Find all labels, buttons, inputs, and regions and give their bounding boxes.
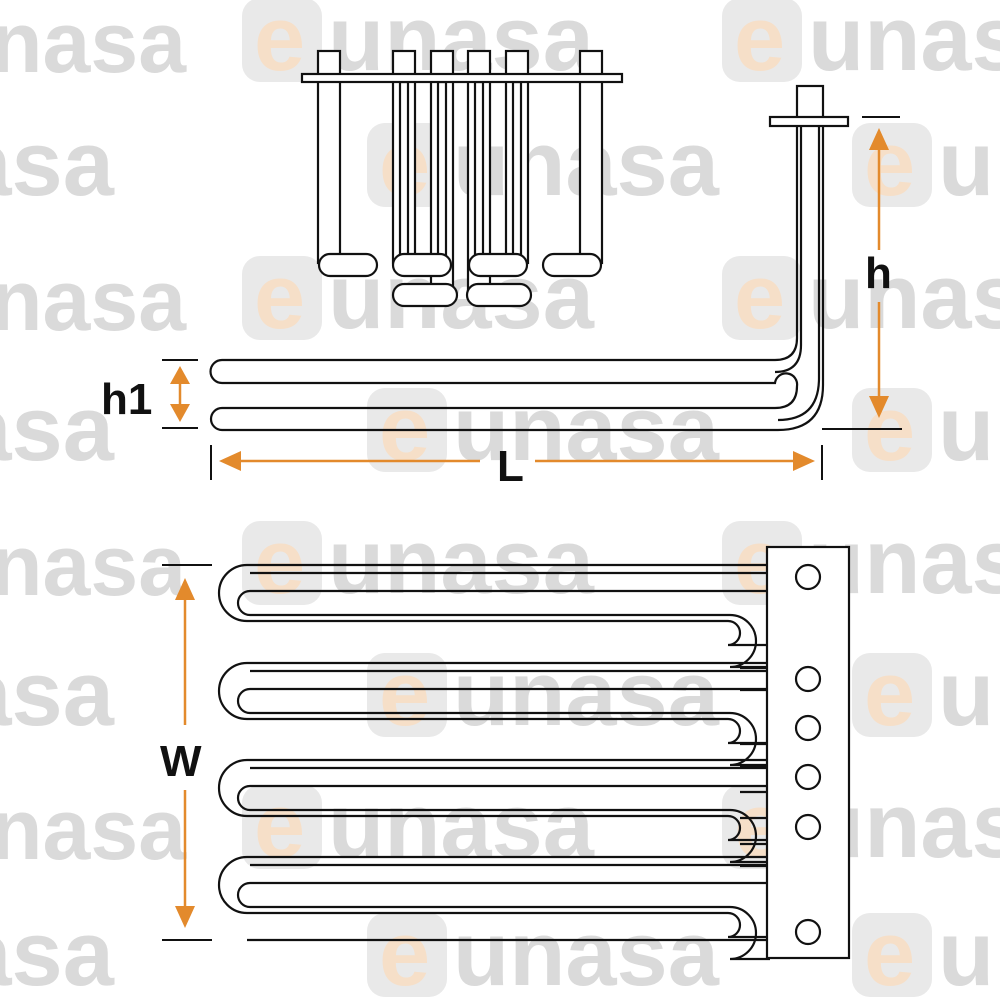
end-view-loop xyxy=(391,252,453,278)
end-view xyxy=(300,49,624,308)
serpentine-tube-outer xyxy=(217,563,770,961)
end-view-inner-tube xyxy=(436,80,448,265)
terminal-hole xyxy=(794,918,822,946)
svg-text:unasa: unasa xyxy=(808,0,1000,90)
terminal-hole xyxy=(794,714,822,742)
end-view-loop xyxy=(541,252,603,278)
svg-text:unasa: unasa xyxy=(938,378,1000,480)
serpentine-tube-inner xyxy=(250,571,770,867)
end-view-loop xyxy=(467,252,529,278)
svg-text:unasa: unasa xyxy=(0,903,115,1000)
svg-text:e: e xyxy=(379,903,430,1000)
side-view-dimensions: h h1 L xyxy=(101,116,902,491)
terminal-holes xyxy=(794,563,822,946)
svg-text:e: e xyxy=(254,511,305,613)
length-dimension-arrow xyxy=(219,451,815,471)
height-1-dimension-arrow xyxy=(170,366,190,422)
height-label: h xyxy=(865,249,892,298)
svg-text:e: e xyxy=(254,246,305,348)
width-dimension-arrow xyxy=(175,578,195,928)
end-view-inner-tube xyxy=(511,80,523,265)
watermark-text: nasa xyxy=(0,0,187,91)
top-view-dimensions: W xyxy=(160,564,212,941)
height-dimension-arrow xyxy=(869,128,889,418)
terminal-plate xyxy=(765,545,851,960)
svg-text:unasa: unasa xyxy=(938,903,1000,1000)
end-view-flange xyxy=(300,72,624,84)
end-view-inner-tube xyxy=(398,80,410,265)
svg-text:e: e xyxy=(734,0,785,90)
length-label: L xyxy=(497,442,524,491)
svg-text:unasa: unasa xyxy=(938,643,1000,745)
svg-text:unasa: unasa xyxy=(453,643,720,745)
svg-text:unasa: unasa xyxy=(808,246,1000,348)
svg-text:unasa: unasa xyxy=(328,511,595,613)
end-view-loop xyxy=(465,282,533,308)
terminal-hole xyxy=(794,763,822,791)
watermark-text: nasa xyxy=(0,518,187,614)
svg-text:e: e xyxy=(864,903,915,1000)
svg-text:unasa: unasa xyxy=(0,113,115,215)
svg-text:unasa: unasa xyxy=(453,903,720,1000)
side-view-terminal-stem xyxy=(795,84,825,120)
side-view-tube-inner xyxy=(774,122,803,374)
svg-text:unasa: unasa xyxy=(938,113,1000,215)
side-view xyxy=(209,84,850,432)
end-view-loop xyxy=(317,252,379,278)
svg-text:e: e xyxy=(864,113,915,215)
side-view-tube-outline xyxy=(209,120,825,432)
svg-text:unasa: unasa xyxy=(328,775,595,877)
svg-text:e: e xyxy=(379,643,430,745)
svg-text:unasa: unasa xyxy=(0,378,115,480)
height-1-label: h1 xyxy=(101,375,152,424)
svg-text:e: e xyxy=(254,0,305,90)
svg-text:e: e xyxy=(734,246,785,348)
terminal-lead-lines xyxy=(740,666,768,868)
svg-text:e: e xyxy=(864,643,915,745)
terminal-hole xyxy=(794,665,822,693)
side-view-flange xyxy=(768,115,850,128)
end-view-loop xyxy=(391,282,459,308)
watermark-text: nasa xyxy=(0,253,187,349)
watermark-text: nasa xyxy=(0,782,187,878)
top-view xyxy=(217,545,851,961)
terminal-hole xyxy=(794,813,822,841)
svg-text:e: e xyxy=(254,775,305,877)
svg-text:unasa: unasa xyxy=(0,643,115,745)
side-view-tube-inner xyxy=(777,122,821,422)
terminal-hole xyxy=(794,563,822,591)
width-label: W xyxy=(160,737,202,786)
end-view-inner-tube xyxy=(473,80,485,265)
